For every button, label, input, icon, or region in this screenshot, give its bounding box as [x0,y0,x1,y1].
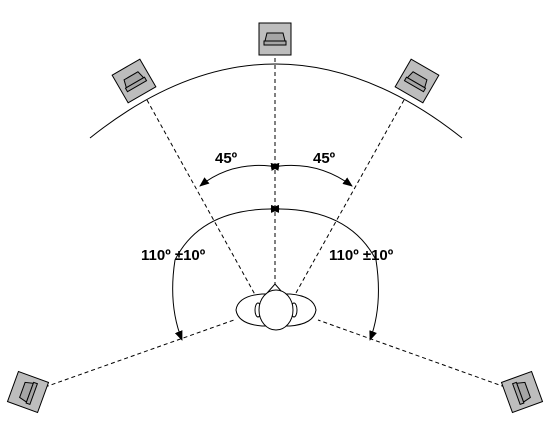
front-left-angle-label: 45º [215,150,238,167]
center-speaker-icon [258,22,292,56]
front-left-speaker-icon [111,58,157,104]
surround-right-speaker-icon [500,370,544,414]
speaker-arc [89,63,463,139]
front-left-line [146,99,259,301]
front-right-line [291,99,405,301]
surround-right-line [317,319,506,388]
surround-left-angle-label: 110º ±10º [141,247,206,264]
listener-head-icon [235,283,317,331]
front-right-speaker-icon [394,58,440,104]
front-right-angle-arc [270,162,353,187]
surround-right-angle-arc [270,204,379,341]
surround-left-line [44,319,235,388]
surround-left-speaker-icon [6,370,50,414]
surround-right-angle-label: 110º ±10º [329,247,394,264]
front-right-angle-label: 45º [313,150,336,167]
surround-left-angle-arc [172,204,280,341]
front-left-angle-arc [199,162,280,187]
